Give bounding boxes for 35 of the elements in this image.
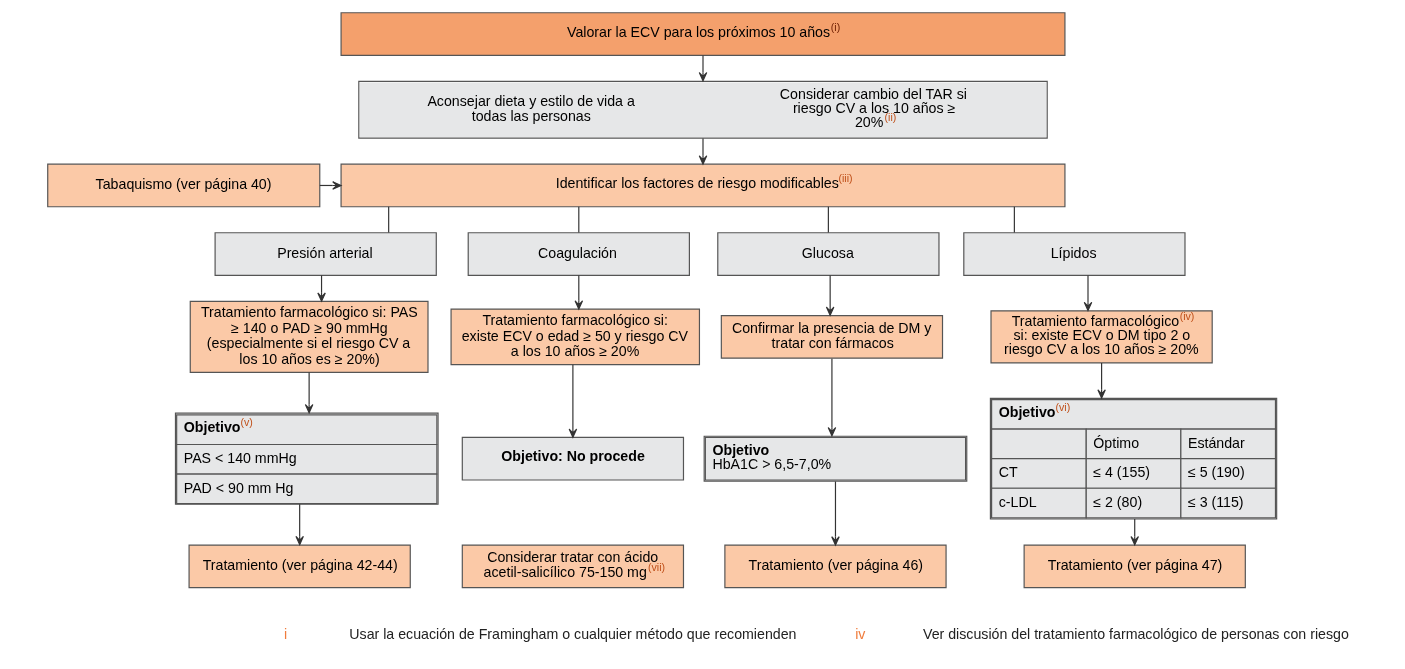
node-box: Tratamiento farmacológico si: existe ECV o edad ≥ 50 y riesgo CV a los 10 años ≥ 20% [449,308,700,366]
node-box: Lípidos [962,232,1186,276]
arrow [827,358,836,437]
connector [577,206,579,234]
node-box: Tratamiento (ver página 46) [723,544,947,589]
node-box: Tratamiento farmacológico si: PAS ≥ 140 o PAD ≥ 90 mmHg (especialmente si el riesgo CV a los 10 años es ≥ 20%) [189,300,429,373]
arrow [574,274,583,310]
label: iv [854,625,865,642]
arrow [825,274,834,316]
label: Usar la ecuación de Framingham o cualquier método que recomienden [348,625,796,642]
node-box: Identificar los factores de riesgo modificables$^{(iii)}$ [339,163,1066,208]
node-box: Tabaquismo (ver página 40) [46,163,320,208]
arrow [698,137,707,165]
arrow [1096,362,1106,399]
node-box: Tratamiento (ver página 42-44) [188,544,411,589]
label: i [283,625,287,642]
label: Ver discusión del tratamiento farmacológico de personas con riesgo [922,625,1349,642]
node-box: Coagulación [467,232,690,276]
arrow [568,364,577,438]
arrow [698,54,707,82]
node-box: Confirmar la presencia de DM y tratar con fármacos [720,315,943,359]
arrow [830,480,840,546]
arrow [294,503,304,546]
connector [387,206,389,234]
node-box: Tratamiento farmacológico$^{(iv)}$ si: existe ECV o DM tipo 2 o riesgo CV a los 10 años ≥ 20% [989,310,1213,364]
arrow [1083,274,1092,312]
connector [827,206,829,234]
node-box: Glucosa [716,232,940,276]
node-box: Considerar tratar con ácido acetil-salicílico 75-150 mg$^{(vii)}$ [461,544,684,589]
node-box: Objetivo: No procede [461,436,684,481]
node-box: Tratamiento (ver página 47) [1023,544,1246,589]
node-box: Valorar la ECV para los próximos 10 años$^{(i)}$ [339,12,1066,56]
connector [1013,206,1015,234]
arrow [304,371,313,414]
node-box: Presión arterial [214,232,437,276]
